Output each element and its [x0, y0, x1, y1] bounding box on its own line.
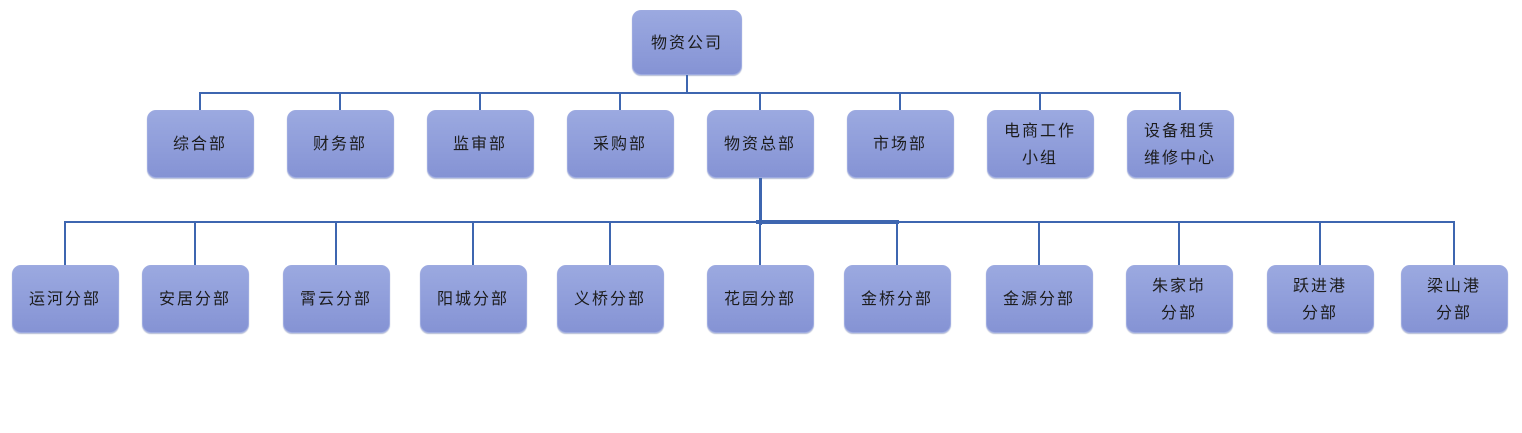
org-node-shichangbu[interactable]: 市场部 — [846, 110, 954, 178]
connector-level3-drop — [609, 221, 611, 265]
connector-level2-drop — [759, 92, 761, 110]
connector-level2-drop — [479, 92, 481, 110]
org-node-dianshang-xiaozu[interactable]: 电商工作 小组 — [986, 110, 1094, 178]
connector-root-stub — [686, 75, 688, 94]
connector-level3-drop — [194, 221, 196, 265]
org-node-wuzizongbu[interactable]: 物资总部 — [706, 110, 814, 178]
connector-level3-drop — [64, 221, 66, 265]
connector-level2-drop — [619, 92, 621, 110]
connector-level2-drop — [199, 92, 201, 110]
org-node-jinqiao[interactable]: 金桥分部 — [843, 265, 951, 333]
connector-level3-bus-thick — [756, 220, 899, 224]
connector-level3-drop — [1038, 221, 1040, 265]
org-node-yunhe[interactable]: 运河分部 — [11, 265, 119, 333]
connector-level3-drop — [896, 221, 898, 265]
connector-level3-drop — [1453, 221, 1455, 265]
org-node-caigoubu[interactable]: 采购部 — [566, 110, 674, 178]
org-node-shebei-zulin-weixiu[interactable]: 设备租赁 维修中心 — [1126, 110, 1234, 178]
connector-parent-stub — [758, 178, 762, 225]
org-node-anju[interactable]: 安居分部 — [141, 265, 249, 333]
connector-level3-drop — [759, 221, 761, 265]
org-node-zhujiamao[interactable]: 朱家岇 分部 — [1125, 265, 1233, 333]
connector-level2-drop — [1039, 92, 1041, 110]
org-node-caiwubu[interactable]: 财务部 — [286, 110, 394, 178]
connector-level3-drop — [1178, 221, 1180, 265]
connector-level2-drop — [1179, 92, 1181, 110]
connector-level2-bus — [199, 92, 1181, 94]
org-node-jianshenbu[interactable]: 监审部 — [426, 110, 534, 178]
connector-level3-drop — [335, 221, 337, 265]
connector-level2-drop — [899, 92, 901, 110]
org-node-xiaoyun[interactable]: 霄云分部 — [282, 265, 390, 333]
org-node-wuzi-gongsi[interactable]: 物资公司 — [632, 10, 742, 75]
org-node-yangcheng[interactable]: 阳城分部 — [419, 265, 527, 333]
org-node-jinyuan[interactable]: 金源分部 — [985, 265, 1093, 333]
connector-level3-drop — [1319, 221, 1321, 265]
connector-level3-drop — [472, 221, 474, 265]
connector-level2-drop — [339, 92, 341, 110]
org-node-yiqiao[interactable]: 义桥分部 — [556, 265, 664, 333]
org-node-huayuan[interactable]: 花园分部 — [706, 265, 814, 333]
org-node-liangshangang[interactable]: 梁山港 分部 — [1400, 265, 1508, 333]
org-node-zonghebu[interactable]: 综合部 — [146, 110, 254, 178]
org-node-yuejingang[interactable]: 跃进港 分部 — [1266, 265, 1374, 333]
